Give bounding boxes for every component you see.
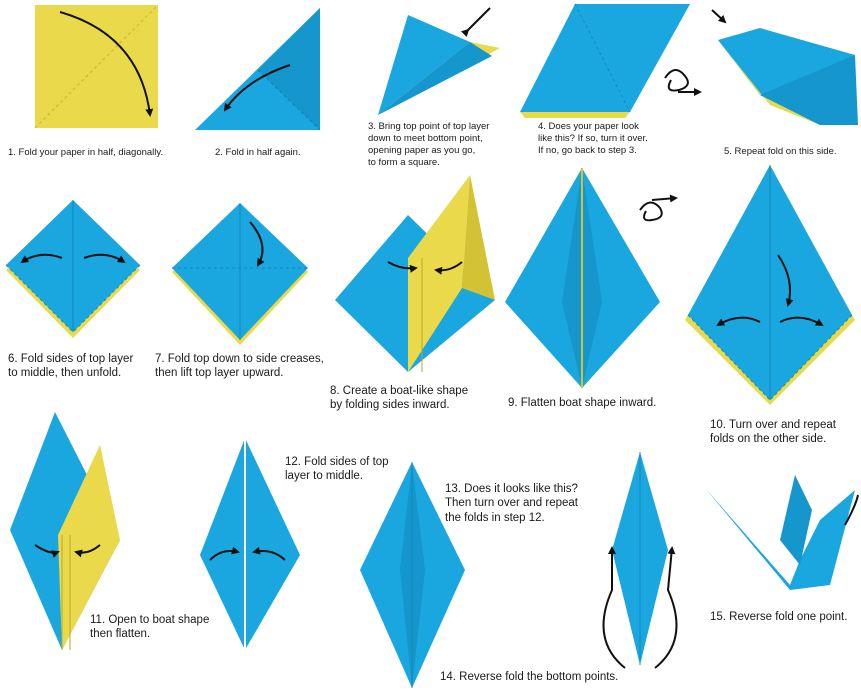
step13-figure <box>360 462 465 688</box>
step-1-caption: 1. Fold your paper in half, diagonally. <box>8 147 164 158</box>
fold-arrow <box>223 64 291 112</box>
direction-arrow <box>460 7 491 38</box>
turn-over-icon <box>639 198 676 222</box>
step2-figure <box>195 8 321 131</box>
step-15-caption: 15. Reverse fold one point. <box>710 611 848 623</box>
step-9-caption: 9. Flatten boat shape inward. <box>508 397 657 409</box>
fold-arrow <box>59 11 154 117</box>
step-7-caption: 7. Fold top down to side creases,then li… <box>155 353 324 380</box>
step10-figure <box>685 165 855 405</box>
step15-figure <box>705 475 859 590</box>
step-2-caption: 2. Fold in half again. <box>215 147 301 158</box>
turn-over-icon <box>664 69 700 92</box>
step8-figure <box>335 175 495 372</box>
step3-figure <box>378 7 500 115</box>
step-13-caption: 13. Does it looks like this?Then turn ov… <box>445 483 578 524</box>
step12-figure <box>200 438 300 650</box>
step11-figure <box>10 412 120 650</box>
step-14-caption: 14. Reverse fold the bottom points. <box>440 671 619 683</box>
step-5-caption: 5. Repeat fold on this side. <box>724 146 837 157</box>
step9-figure <box>505 168 676 388</box>
step1-figure <box>34 4 159 129</box>
step4-figure <box>520 3 700 118</box>
step7-figure <box>172 203 308 345</box>
direction-arrow <box>711 9 727 24</box>
step6-figure <box>5 200 141 338</box>
step14-figure <box>602 452 678 669</box>
step5-figure <box>711 9 858 125</box>
